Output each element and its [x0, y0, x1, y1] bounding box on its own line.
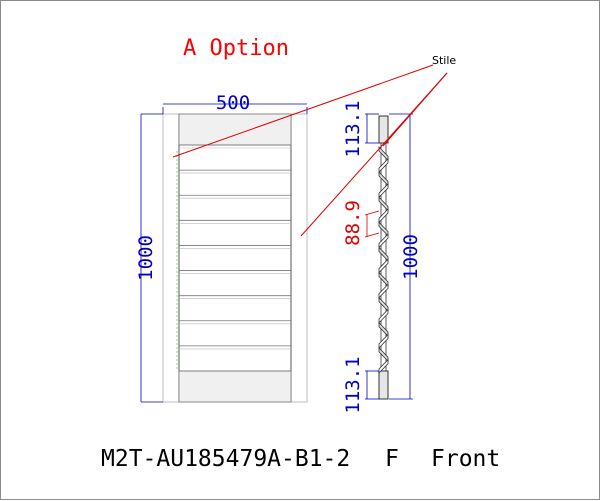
callout-leader-front [172, 64, 434, 158]
side-louver-blade [378, 346, 389, 363]
footer-code: M2T-AU185479A-B1-2 [101, 446, 350, 472]
side-louver-blade [378, 182, 389, 199]
stile-top-dimension: 113.1 [342, 100, 364, 157]
stile-bottom-dimension: 113.1 [342, 356, 364, 413]
drawing-footer: M2T-AU185479A-B1-2 F Front [101, 446, 500, 472]
louver-pitch-dimension: 88.9 [342, 200, 380, 246]
side-louvers [378, 143, 389, 374]
side-dimensions: 113.1 113.1 1000 [342, 100, 422, 413]
front-width-dimension: 500 [162, 92, 308, 114]
front-top-rail [178, 113, 292, 146]
front-height-dimension: 1000 [135, 113, 163, 403]
front-height-label: 1000 [135, 235, 157, 281]
side-top-stile [378, 115, 389, 144]
side-louver-blade [378, 308, 389, 324]
side-louver-blade [378, 221, 389, 237]
callout-label: Stile [432, 54, 456, 67]
drawing-title: A Option [183, 36, 289, 61]
side-louver-blade [378, 208, 389, 224]
side-louver-blade [378, 271, 389, 287]
side-louver-blade [378, 196, 389, 212]
side-louver-blade [378, 283, 389, 299]
stile-callout: Stile [172, 54, 456, 237]
front-louvers [179, 144, 291, 372]
side-louver-blade [378, 296, 389, 312]
front-bottom-rail [178, 370, 292, 403]
side-louver-blade [378, 333, 389, 349]
side-louver-blade [378, 146, 389, 162]
callout-leader-stile [382, 72, 448, 147]
side-louver-blade [378, 171, 389, 187]
front-view [162, 113, 308, 403]
footer-letter: F [385, 446, 399, 472]
footer-view: Front [431, 446, 500, 472]
front-width-label: 500 [216, 92, 250, 114]
side-louver-blade [378, 157, 389, 174]
side-louver-blade [378, 358, 389, 374]
side-height-label: 1000 [400, 234, 422, 280]
side-louver-blade [378, 246, 389, 262]
side-louver-blade [378, 258, 389, 274]
side-louver-blade [378, 321, 389, 338]
louver-pitch-label: 88.9 [342, 200, 364, 246]
side-view [378, 115, 389, 400]
side-bottom-stile [378, 370, 389, 400]
side-louver-blade [378, 233, 389, 249]
front-outer-frame [162, 113, 308, 403]
